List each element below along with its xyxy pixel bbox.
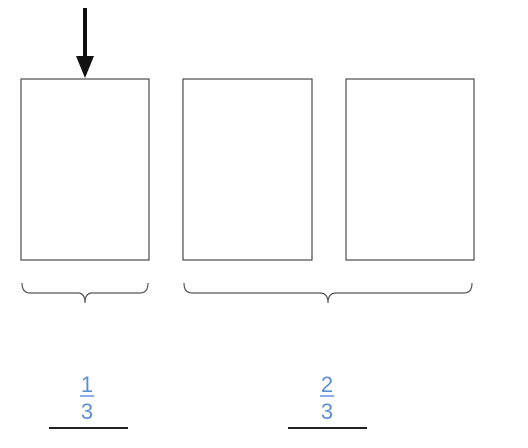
down-arrow-icon <box>76 8 94 78</box>
brace-two-parts <box>183 282 473 304</box>
fraction-two-thirds: 2 3 <box>320 372 334 424</box>
part-rectangle-3 <box>345 78 475 261</box>
fraction-one-third: 1 3 <box>80 372 94 424</box>
part-rectangle-2 <box>182 78 313 261</box>
fraction-2-denominator: 3 <box>321 399 333 424</box>
brace-one-part <box>21 282 149 304</box>
fraction-1-denominator: 3 <box>81 399 93 424</box>
fraction-2-numerator: 2 <box>321 372 333 397</box>
fraction-1-numerator: 1 <box>81 372 93 397</box>
part-rectangle-1 <box>20 78 150 261</box>
